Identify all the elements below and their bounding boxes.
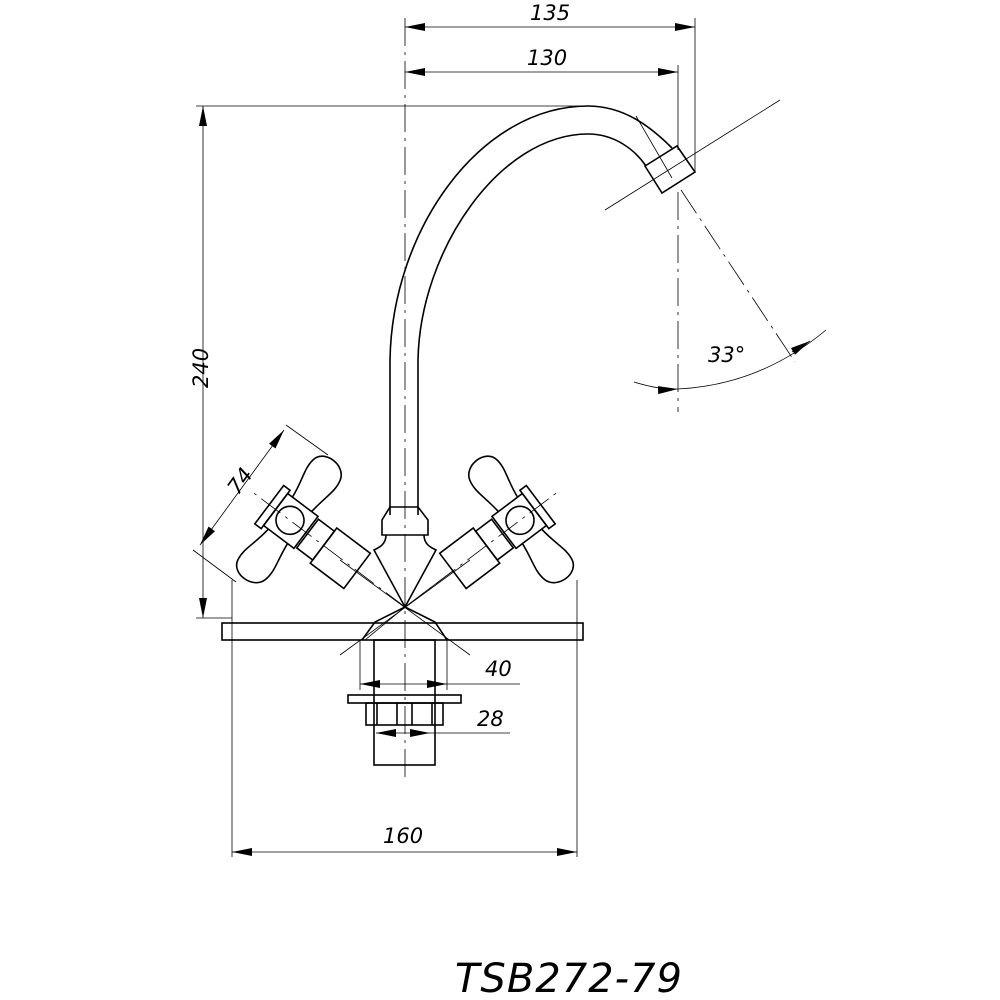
dimension-label: 33° [708, 343, 745, 367]
faucet-body [361, 506, 448, 641]
dimension-label: 160 [383, 824, 423, 848]
dimension-label: 240 [189, 348, 213, 388]
dimension-240: 240 [189, 105, 588, 619]
dimension-28: 28 [376, 707, 510, 737]
model-title: TSB272-79 [455, 956, 683, 1000]
right-valve-handle [404, 455, 575, 608]
spout [389, 99, 781, 515]
dimension-40: 40 [360, 657, 520, 688]
aerator-nozzle [643, 144, 697, 195]
dimension-160: 160 [231, 580, 578, 857]
dimension-130: 130 [405, 46, 679, 150]
mounting-plate [221, 622, 584, 641]
dimension-label: 28 [477, 707, 504, 731]
dimension-label: 74 [223, 463, 258, 499]
dimension-angle-33: 33° [633, 189, 827, 412]
dimension-label: 40 [485, 657, 512, 681]
shank-and-nut [347, 639, 462, 766]
dimension-label: 130 [527, 46, 567, 70]
dimension-label: 135 [530, 1, 570, 25]
dimension-74: 74 [192, 424, 329, 583]
dimension-135: 135 [405, 1, 696, 172]
